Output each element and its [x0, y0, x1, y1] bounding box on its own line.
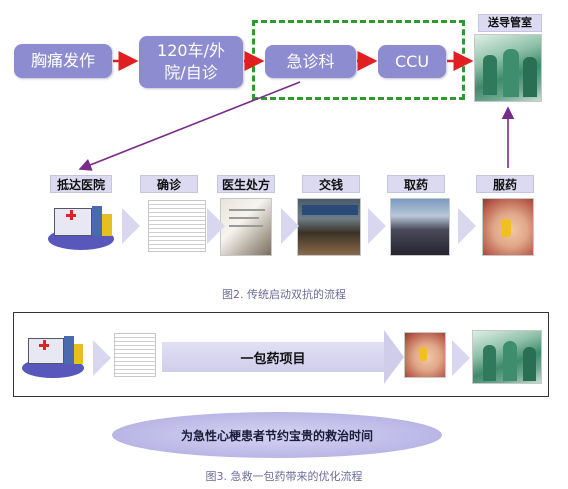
optimized-medicine-photo: [404, 332, 446, 378]
step-chevron-4: [368, 208, 386, 244]
optimized-chevron-2: [452, 340, 470, 376]
optimized-chevron-1: [93, 340, 111, 376]
figure2-caption: 图2. 传统启动双抗的流程: [222, 288, 346, 301]
chest-pain-onset-label: 胸痛发作: [30, 51, 95, 70]
ambulance-referral-box: 120车/外 院/自诊: [139, 36, 243, 88]
diagnosis-document-image: [148, 200, 206, 252]
payment-hall-photo: [297, 198, 361, 256]
step-label-pickup: 取药: [387, 175, 445, 193]
one-package-label: 一包药项目: [240, 352, 306, 367]
step-chevron-2: [207, 208, 225, 244]
time-saving-text: 为急性心梗患者节约宝贵的救治时间: [180, 428, 373, 443]
chest-pain-onset-box: 胸痛发作: [14, 44, 112, 78]
optimized-document-image: [114, 333, 156, 377]
one-package-arrow-head: [384, 330, 404, 384]
figure3-caption: 图3. 急救一包药带来的优化流程: [205, 470, 363, 483]
step-label-pay: 交钱: [302, 175, 360, 193]
pharmacy-photo: [390, 198, 450, 256]
ambulance-illustration: [46, 196, 116, 256]
ambulance-referral-line2: 院/自诊: [164, 63, 218, 82]
step-label-take-medicine: 服药: [476, 175, 534, 193]
step-label-arrive: 抵达医院: [50, 175, 112, 193]
ambulance-referral-line1: 120车/外: [157, 41, 225, 60]
step-chevron-1: [122, 208, 140, 244]
step-chevron-3: [281, 208, 299, 244]
step-chevron-5: [458, 208, 476, 244]
emergency-dept-label: 急诊科: [286, 51, 335, 71]
cath-lab-title: 送导管室: [478, 14, 542, 32]
ccu-box: CCU: [378, 45, 446, 78]
step-label-diagnose: 确诊: [140, 175, 198, 193]
take-medicine-photo: [482, 198, 534, 256]
emergency-dept-box: 急诊科: [265, 45, 356, 78]
cath-lab-photo: [474, 34, 542, 102]
step-label-prescribe: 医生处方: [217, 175, 275, 193]
prescription-photo: [220, 198, 272, 256]
one-package-arrow-body: [162, 342, 384, 372]
flow-connectors: [78, 51, 515, 171]
time-saving-ellipse: 为急性心梗患者节约宝贵的救治时间: [112, 412, 442, 458]
purple-arrow-down: [78, 81, 301, 171]
optimized-cath-lab-photo: [472, 330, 542, 384]
optimized-ambulance-illustration: [20, 328, 86, 382]
ccu-label: CCU: [394, 51, 430, 71]
